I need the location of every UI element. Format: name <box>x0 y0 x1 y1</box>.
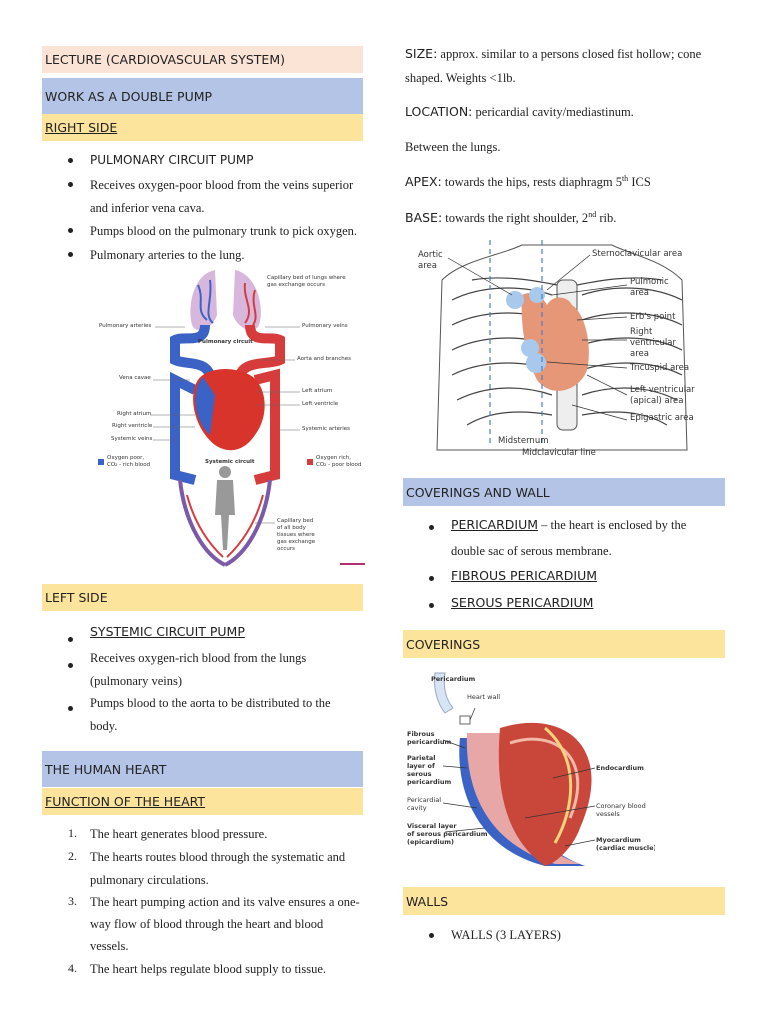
function-heading: FUNCTION OF THE HEART <box>42 788 363 815</box>
label-epigastric: Epigastric area <box>630 413 694 423</box>
legend-oxygen-poor: Oxygen poor,CO₂ - rich blood <box>107 455 151 468</box>
serous-pericardium-bullet: SEROUS PERICARDIUM <box>451 595 594 610</box>
function-text: The heart helps regulate blood supply to… <box>90 962 327 976</box>
bullet-dot <box>429 933 434 938</box>
function-text: pulmonary circulations. <box>90 873 209 887</box>
bullet-dot <box>429 576 434 581</box>
location-line: LOCATION: pericardial cavity/mediastinum… <box>405 104 634 119</box>
function-text: The heart generates blood pressure. <box>90 827 268 841</box>
label-midclavicular: Midclavicular line <box>522 448 596 458</box>
function-text: way flow of blood through the heart and … <box>90 917 324 931</box>
list-number: 2. <box>68 849 77 863</box>
label-pulmonary-arteries: Pulmonary arteries <box>99 323 152 329</box>
label-left-ventricular: Left ventricular(apical) area <box>630 385 695 406</box>
label-tricuspid: Tricuspid area <box>630 363 690 373</box>
human-heart-heading: THE HUMAN HEART <box>42 751 363 787</box>
lecture-title: LECTURE (CARDIOVASCULAR SYSTEM) <box>42 46 363 73</box>
bullet-dot <box>429 603 434 608</box>
bullet-systemic-circuit: SYSTEMIC CIRCUIT PUMP <box>90 624 245 639</box>
bullet-dot <box>68 252 73 257</box>
bullet-dot <box>68 637 73 642</box>
fibrous-pericardium-bullet: FIBROUS PERICARDIUM <box>451 568 598 583</box>
list-number: 1. <box>68 826 77 840</box>
right-side-heading: RIGHT SIDE <box>42 114 363 141</box>
label-pericardium: Pericardium <box>431 675 476 683</box>
legend-oxygen-rich: Oxygen rich,CO₂ - poor blood <box>316 455 362 468</box>
list-number: 3. <box>68 894 77 908</box>
label-sternoclavicular: Sternoclavicular area <box>592 249 683 259</box>
label-heart-wall: Heart wall <box>467 693 501 701</box>
label-endocardium: Endocardium <box>596 764 644 772</box>
size-line: SIZE: approx. similar to a persons close… <box>405 46 702 61</box>
apex-line: APEX: towards the hips, rests diaphragm … <box>405 174 651 190</box>
list-number: 4. <box>68 961 77 975</box>
bullet-text: (pulmonary veins) <box>90 674 182 688</box>
size-line-2: shaped. Weights <1lb. <box>405 71 516 85</box>
label-systemic-veins: Systemic veins <box>111 436 153 442</box>
walls-heading: WALLS <box>403 887 725 915</box>
pericardium-bullet: PERICARDIUM – the heart is enclosed by t… <box>451 517 687 532</box>
label-left-ventricle: Left ventricle <box>302 401 339 407</box>
label-aorta-branches: Aorta and branches <box>297 356 352 362</box>
base-line: BASE: towards the right shoulder, 2nd ri… <box>405 210 617 226</box>
bullet-dot <box>68 182 73 187</box>
function-text: The heart pumping action and its valve e… <box>90 895 360 909</box>
left-side-heading: LEFT SIDE <box>42 584 363 611</box>
bullet-dot <box>429 525 434 530</box>
bullet-dot <box>68 663 73 668</box>
bullet-dot <box>68 158 73 163</box>
label-right-ventricle: Right ventricle <box>112 423 153 429</box>
bullet-pulmonary-circuit: PULMONARY CIRCUIT PUMP <box>90 153 254 167</box>
double-pump-heading: WORK AS A DOUBLE PUMP <box>42 78 363 114</box>
coverings-heading: COVERINGS <box>403 630 725 658</box>
label-pulmonary-veins: Pulmonary veins <box>302 323 348 329</box>
bullet-text: Receives oxygen-poor blood from the vein… <box>90 178 354 192</box>
label-pulmonary-circuit: Pulmonary circuit <box>198 339 253 345</box>
function-text: vessels. <box>90 939 129 953</box>
label-systemic-circuit: Systemic circuit <box>205 459 255 465</box>
bullet-text: Pulmonary arteries to the lung. <box>90 248 245 262</box>
label-vena-cavae: Vena cavae <box>119 375 151 381</box>
bullet-text: Receives oxygen-rich blood from the lung… <box>90 651 307 665</box>
label-systemic-arteries: Systemic arteries <box>302 426 351 432</box>
label-myocardium: Myocardium(cardiac muscle) <box>596 836 655 852</box>
pericardium-bullet-2: double sac of serous membrane. <box>451 544 612 558</box>
bullet-dot <box>68 706 73 711</box>
bullet-dot <box>68 228 73 233</box>
bullet-text: Pumps blood on the pulmonary trunk to pi… <box>90 224 357 238</box>
bullet-text: and inferior vena cava. <box>90 201 205 215</box>
coverings-wall-heading: COVERINGS AND WALL <box>403 478 725 506</box>
bullet-text: Pumps blood to the aorta to be distribut… <box>90 696 331 710</box>
between-line: Between the lungs. <box>405 140 501 154</box>
label-midsternum: Midsternum <box>498 436 549 446</box>
label-left-atrium: Left atrium <box>302 388 333 394</box>
function-text: The hearts routes blood through the syst… <box>90 850 346 864</box>
walls-bullet: WALLS (3 LAYERS) <box>451 928 561 942</box>
bullet-text: body. <box>90 719 118 733</box>
label-right-atrium: Right atrium <box>117 411 152 417</box>
label-erbs-point: Erb's point <box>630 312 676 322</box>
